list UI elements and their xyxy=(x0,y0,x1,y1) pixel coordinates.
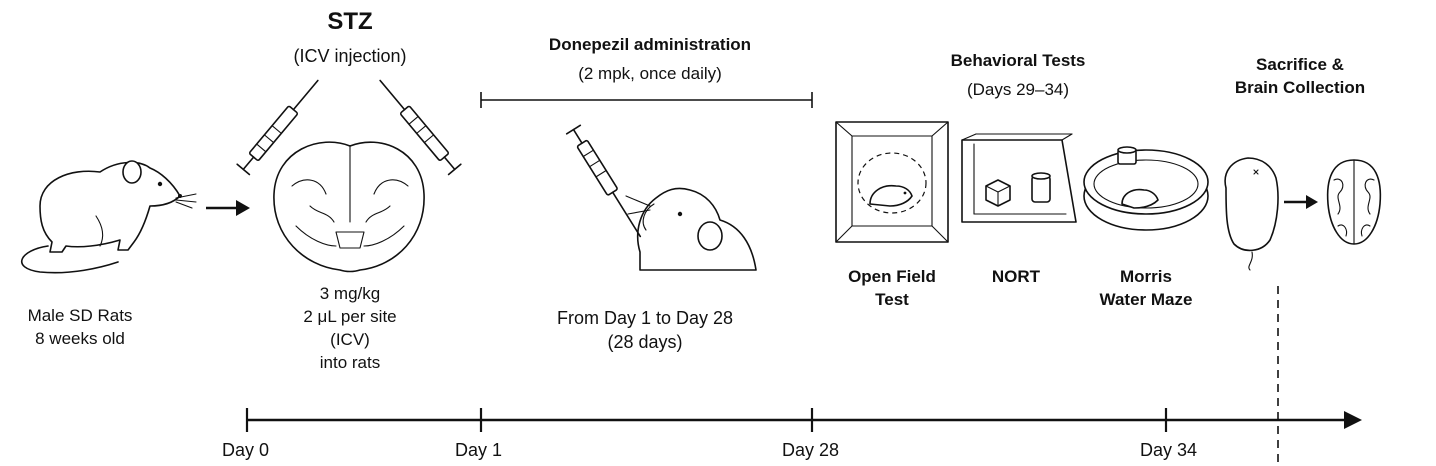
donepezil-title: Donepezil administration xyxy=(548,35,752,54)
donepezil-period-label: From Day 1 to Day 28 (28 days) xyxy=(520,306,770,355)
tick-label-day-0: Day 0 xyxy=(222,440,270,460)
donepezil-period-bracket xyxy=(480,92,813,108)
test-label-line: Test xyxy=(875,289,909,309)
stz-dose-line: 3 mg/kg xyxy=(319,284,381,303)
test-label-line: Water Maze xyxy=(1099,289,1193,309)
rats-label: Male SD Rats 8 weeks old xyxy=(6,305,154,351)
arrow-right-icon xyxy=(1284,195,1318,209)
stz-dose-line: (ICV) xyxy=(330,329,370,349)
sacrifice-line1: Sacrifice & xyxy=(1256,55,1344,74)
syringe-right-icon xyxy=(379,79,462,176)
donepezil-subtitle: (2 mpk, once daily) xyxy=(578,64,722,83)
brain-icon xyxy=(1326,159,1382,245)
arrow-right-icon xyxy=(206,200,250,216)
open-field-arena-icon xyxy=(835,121,949,243)
timeline-axis xyxy=(245,408,1362,432)
donepezil-period-line: (28 days) xyxy=(607,332,683,353)
test-label-line: Open Field xyxy=(848,267,936,286)
brain-coronal-section xyxy=(273,141,425,273)
stz-title: STZ xyxy=(327,8,373,35)
sacrificed-rat-illustration xyxy=(1224,157,1279,271)
stz-dose-line: into rats xyxy=(319,352,381,372)
gavage-syringe-icon xyxy=(565,124,642,238)
stz-dose-line: 2 μL per site xyxy=(303,306,397,326)
test-label-line: Morris xyxy=(1120,267,1172,286)
rats-line2: 8 weeks old xyxy=(35,328,125,348)
morris-water-maze-icon xyxy=(1083,146,1209,231)
test-label-morris: Morris Water Maze xyxy=(1076,266,1216,312)
test-label-open-field: Open Field Test xyxy=(826,266,958,312)
rats-line1: Male SD Rats xyxy=(27,306,133,325)
tick-label-day-1: Day 1 xyxy=(455,440,503,460)
syringe-left-icon xyxy=(236,79,319,176)
rat-illustration xyxy=(20,160,197,274)
sacrifice-label: Sacrifice & Brain Collection xyxy=(1220,54,1380,100)
stz-dose-label: 3 mg/kg 2 μL per site (ICV) into rats xyxy=(272,283,428,375)
donepezil-period-line: From Day 1 to Day 28 xyxy=(556,308,734,328)
behavior-title: Behavioral Tests xyxy=(950,51,1086,70)
sacrifice-line2: Brain Collection xyxy=(1234,77,1366,97)
test-label-line: NORT xyxy=(991,267,1041,286)
behavior-subtitle: (Days 29–34) xyxy=(966,80,1070,99)
nort-arena-icon xyxy=(961,133,1077,223)
tick-label-day-34: Day 34 xyxy=(1140,440,1198,460)
test-label-nort: NORT xyxy=(966,266,1066,289)
stz-subtitle: (ICV injection) xyxy=(293,46,407,66)
oral-gavage-rat-illustration xyxy=(625,187,757,271)
tick-label-day-28: Day 28 xyxy=(782,440,840,460)
